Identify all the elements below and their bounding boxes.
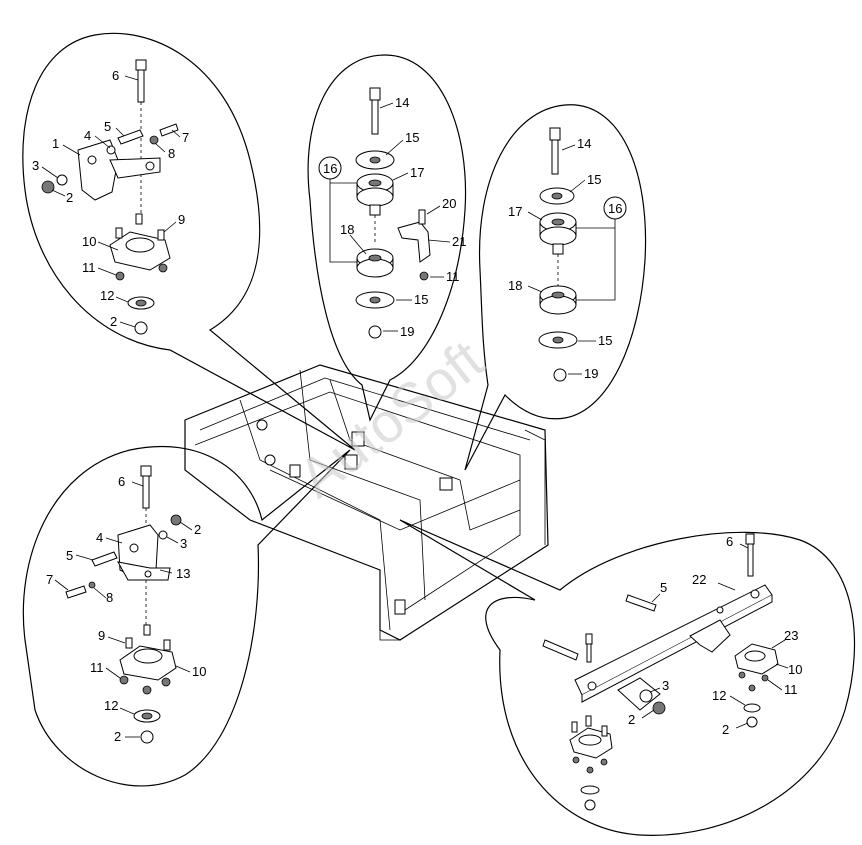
callout-label: 3 (662, 678, 669, 693)
callout-label: 13 (176, 566, 190, 581)
callout-label: 2 (194, 522, 201, 537)
callout-label: 5 (66, 548, 73, 563)
detail-ellipse-d (22, 445, 351, 787)
callout-label: 11 (90, 660, 104, 675)
callout-label: 16 (608, 201, 622, 216)
callout-label: 15 (405, 130, 419, 145)
detail-ellipse-c (464, 104, 647, 471)
callout-label: 8 (106, 590, 113, 605)
callout-label: 15 (587, 172, 601, 187)
callout-labels: 6 1 4 5 7 8 3 2 9 10 11 12 2 14 15 16 17… (32, 68, 802, 744)
callout-label: 12 (712, 688, 726, 703)
callout-label: 19 (400, 324, 414, 339)
callout-label: 3 (32, 158, 39, 173)
callout-label: 15 (414, 292, 428, 307)
callout-label: 1 (52, 136, 59, 151)
callout-label: 2 (722, 722, 729, 737)
callout-label: 15 (598, 333, 612, 348)
callout-label: 2 (114, 729, 121, 744)
callout-label: 23 (784, 628, 798, 643)
callout-label: 11 (82, 260, 96, 275)
callout-label: 10 (788, 662, 802, 677)
callout-label: 22 (692, 572, 706, 587)
callout-label: 4 (96, 530, 103, 545)
callout-label: 20 (442, 196, 456, 211)
callout-label: 6 (726, 534, 733, 549)
callout-label: 2 (110, 314, 117, 329)
callout-label: 5 (660, 580, 667, 595)
callout-label: 7 (46, 572, 53, 587)
callout-label: 12 (104, 698, 118, 713)
detail-ellipse-b (307, 54, 467, 422)
callout-label: 12 (100, 288, 114, 303)
callout-label: 17 (410, 165, 424, 180)
callout-label: 21 (452, 234, 466, 249)
callout-label: 6 (118, 474, 125, 489)
callout-label: 5 (104, 119, 111, 134)
callout-label: 7 (182, 130, 189, 145)
callout-label: 10 (192, 664, 206, 679)
callout-label: 11 (446, 269, 460, 284)
callout-label: 18 (508, 278, 522, 293)
callout-label: 9 (98, 628, 105, 643)
callout-label: 14 (577, 136, 591, 151)
callout-label: 18 (340, 222, 354, 237)
detail-ellipse-e (399, 519, 856, 836)
callout-label: 4 (84, 128, 91, 143)
callout-label: 17 (508, 204, 522, 219)
callout-label: 11 (784, 682, 798, 697)
callout-label: 6 (112, 68, 119, 83)
callout-label: 9 (178, 212, 185, 227)
detail-ellipse-a (22, 32, 356, 451)
callout-label: 2 (628, 712, 635, 727)
callout-label: 2 (66, 190, 73, 205)
callout-label: 16 (323, 161, 337, 176)
watermark-text: AutoSoft (287, 327, 495, 509)
callout-label: 19 (584, 366, 598, 381)
callout-label: 3 (180, 536, 187, 551)
callout-label: 8 (168, 146, 175, 161)
machine-frame (184, 364, 549, 641)
callout-label: 10 (82, 234, 96, 249)
callout-label: 14 (395, 95, 409, 110)
